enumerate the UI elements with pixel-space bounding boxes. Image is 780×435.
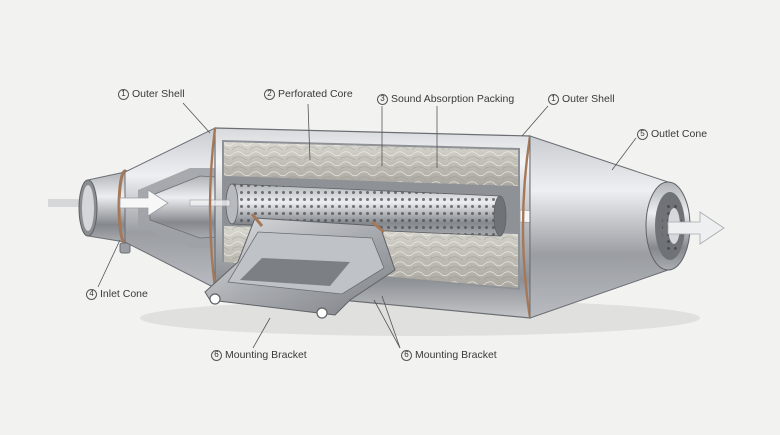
outlet-cone: [529, 135, 691, 319]
outflow-arrow: [667, 211, 725, 245]
callout-text: Inlet Cone: [100, 288, 148, 300]
leader-lines: [97, 102, 637, 349]
inlet-cone: [124, 127, 233, 289]
label-sound-absorption-packing: 3 Sound Absorption Packing: [377, 93, 514, 105]
callout-number: 6: [211, 349, 222, 361]
callout-number: 3: [377, 93, 388, 105]
callout-text: Perforated Core: [278, 88, 353, 100]
label-outer-shell-left: 1 Outer Shell: [118, 88, 185, 100]
callout-number: 2: [264, 88, 275, 100]
callout-number: 4: [86, 288, 97, 300]
mounting-bracket: [204, 213, 396, 319]
callout-text: Mounting Bracket: [225, 349, 307, 361]
label-perforated-core: 2 Perforated Core: [264, 88, 353, 100]
callout-text: Sound Absorption Packing: [391, 93, 515, 105]
callout-text: Outer Shell: [562, 93, 615, 105]
ground-shadow: [140, 300, 700, 336]
label-outlet-cone: 5 Outlet Cone: [637, 128, 707, 140]
label-mounting-bracket-right: 6 Mounting Bracket: [401, 349, 497, 361]
label-outer-shell-right: 1 Outer Shell: [548, 93, 615, 105]
callout-text: Outer Shell: [132, 88, 185, 100]
callout-number: 1: [548, 93, 559, 105]
callout-number: 6: [401, 349, 412, 361]
label-inlet-cone: 4 Inlet Cone: [86, 288, 148, 300]
weld-seams: [208, 127, 532, 319]
callout-number: 5: [637, 128, 648, 140]
inlet-pipe: [78, 169, 133, 254]
label-mounting-bracket-left: 6 Mounting Bracket: [211, 349, 307, 361]
callout-text: Mounting Bracket: [415, 349, 497, 361]
callout-text: Outlet Cone: [651, 128, 708, 140]
callout-number: 1: [118, 88, 129, 100]
